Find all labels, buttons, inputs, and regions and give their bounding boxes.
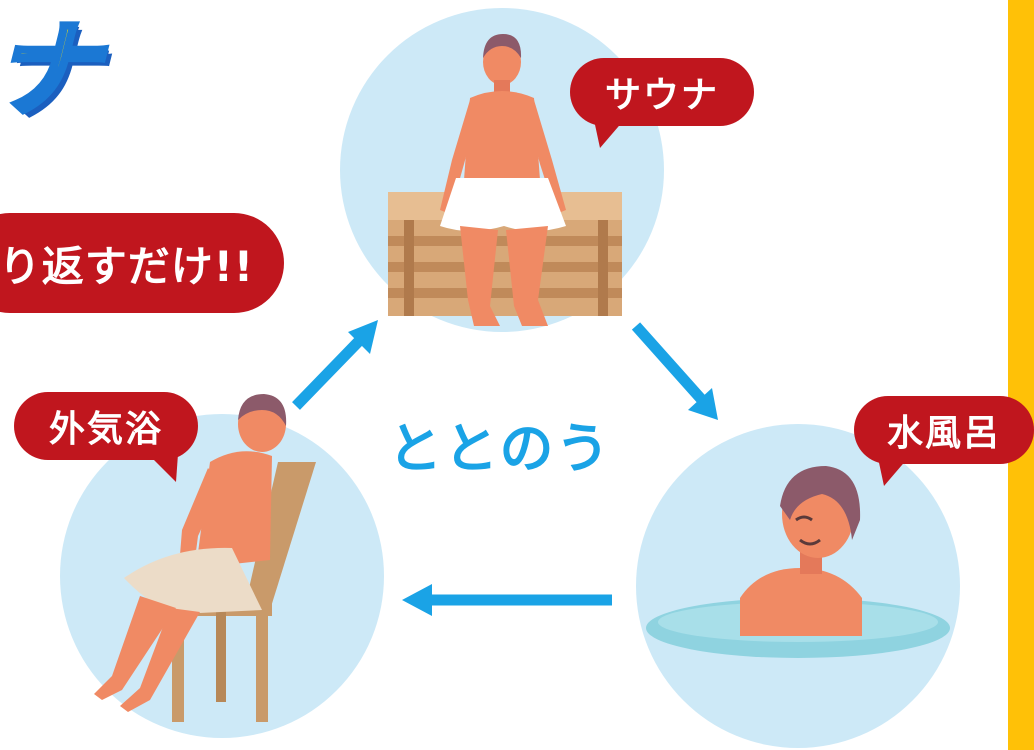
outdoor-rest-bubble-tail [148, 454, 178, 482]
sauna-bubble-tail [594, 120, 624, 148]
cycle-note-pill: り返すだけ!! [0, 213, 284, 313]
sauna-person-icon [440, 34, 566, 326]
outdoor-person-icon [94, 394, 287, 712]
title-fragment: ナ [0, 9, 101, 131]
cold-bath-bubble-tail [878, 458, 908, 486]
arrow-rest-to-sauna [292, 320, 378, 410]
side-decoration-strip [1008, 0, 1034, 750]
center-label: ととのう [388, 417, 612, 480]
cold-bath-person-icon [740, 466, 862, 636]
sauna-bubble: サウナ [570, 58, 754, 126]
arrow-cold-to-rest [402, 584, 612, 616]
outdoor-rest-bubble: 外気浴 [14, 392, 198, 460]
cold-bath-bubble: 水風呂 [854, 396, 1034, 464]
arrow-sauna-to-cold [631, 322, 718, 420]
